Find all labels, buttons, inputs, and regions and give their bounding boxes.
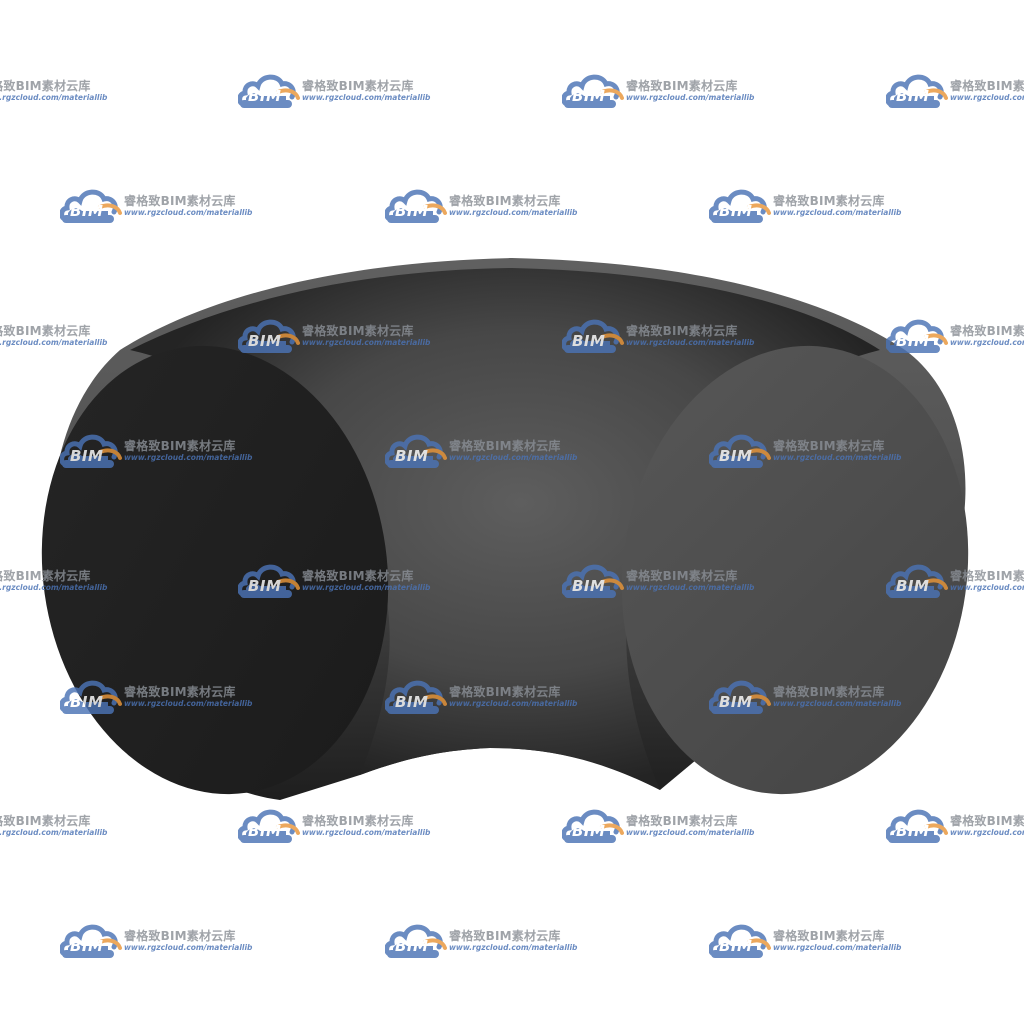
left-pipe-opening (41, 345, 389, 795)
right-pipe-opening (621, 345, 969, 795)
elbow-inner-shading (130, 268, 880, 790)
